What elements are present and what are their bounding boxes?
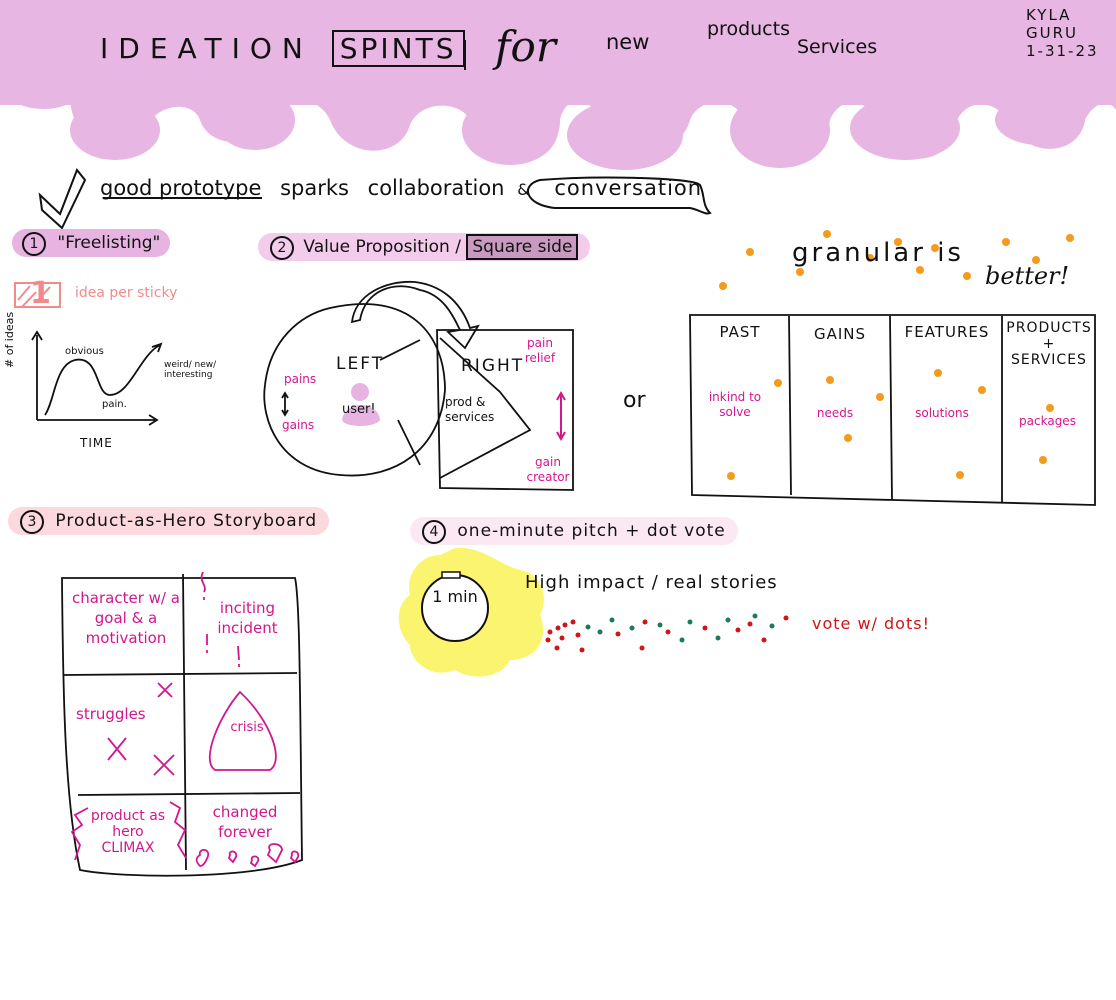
section3-header: 3 Product-as-Hero Storyboard [8,507,330,535]
section2-label: Value Proposition / [303,237,461,257]
graph-weird: weird/ new/ interesting [164,360,217,380]
tagline-conversation: conversation [554,176,703,200]
sticky-number: 1 [30,276,51,311]
table-head-gains: GAINS [813,325,867,343]
section4-pill: 4 one-minute pitch + dot vote [410,517,738,545]
section2-header: 2 Value Proposition / Square side [258,233,591,261]
storyboard-cell-struggles: struggles [76,705,146,723]
graph-y-label: # of ideas [3,311,16,368]
section3-number: 3 [20,510,44,534]
ideas-graph [31,330,163,426]
author-block: KYLA GURU 1-31-23 [1026,6,1099,60]
storyboard-cell-character: character w/ a goal & a motivation [72,589,180,647]
user-label: user! [342,402,376,417]
table-body-gains: needs [816,406,854,420]
section1-pill: 1 "Freelisting" [12,229,171,257]
table-body-features: solutions [915,406,969,420]
storyboard-grid [61,573,303,877]
or-label: or [623,388,646,413]
section1-label: "Freelisting" [57,233,161,253]
section1-header: 1 "Freelisting" [12,229,171,257]
tagline-collaboration: collaboration [367,176,505,200]
title-products: products [707,18,790,40]
tagline-sparks: sparks [280,176,349,200]
section3-label: Product-as-Hero Storyboard [55,511,318,531]
storyboard-cell-crisis: crisis [230,720,264,735]
section2-number: 2 [270,236,294,260]
sticky-icon [14,282,61,308]
gain-creator-label: gain creator [526,455,570,484]
granular-text: granular is [792,238,964,268]
speech-bubble [527,176,712,215]
left-label: LEFT [336,354,385,374]
tagline-prototype: good prototype [100,176,262,200]
graph-pain: pain. [102,399,127,410]
storyboard-cell-inciting: inciting incident [217,599,278,637]
storyboard-cell-changed: changed forever [212,803,278,841]
table-head-features: FEATURES [904,323,990,341]
user-icon [342,383,380,426]
table-body-past: inkind to solve [708,390,762,419]
timer-label: 1 min [432,587,478,606]
title-for: for [495,22,556,71]
gains-label: gains [282,418,315,432]
graph-x-label: TIME [80,436,113,450]
section2-pill: 2 Value Proposition / Square side [258,233,591,261]
prod-services-label: prod & services [445,395,495,424]
title-new: new [606,30,650,54]
timer-glow [398,547,544,677]
check-icon [38,168,87,230]
section1-number: 1 [22,232,46,256]
author-date: 1-31-23 [1026,42,1099,60]
sticky-note: idea per sticky [75,285,178,301]
table-body-products: packages [1019,414,1076,428]
high-impact-text: High impact / real stories [525,572,778,593]
orange-dots [719,230,1074,480]
title-part1: IDEATION [100,32,313,65]
table-head-products: PRODUCTS + SERVICES [1006,320,1092,368]
author-first-name: KYLA [1026,6,1072,24]
section4-label: one-minute pitch + dot vote [457,521,726,541]
tagline-amp: & [517,180,530,199]
author-last-name: GURU [1026,24,1079,42]
granular-table [689,314,1096,506]
graph-obvious: obvious [65,346,104,357]
title-services: Services [797,36,878,58]
tagline: good prototype sparks collaboration & co… [100,176,702,200]
title: IDEATION SPINTS [100,30,465,67]
section4-number: 4 [422,520,446,544]
vote-dots [545,613,789,653]
table-head-past: PAST [719,323,761,341]
section4-header: 4 one-minute pitch + dot vote [410,517,738,545]
section3-pill: 3 Product-as-Hero Storyboard [8,507,330,535]
vote-text: vote w/ dots! [812,614,930,633]
pains-label: pains [284,372,317,386]
value-prop-diagram [263,281,574,491]
section2-boxed: Square side [466,234,579,260]
title-boxed-word: SPINTS [331,30,465,67]
drip-header [0,0,1116,170]
right-label: RIGHT [461,356,525,376]
story-icons [70,571,300,868]
better-text: better! [985,262,1070,290]
storyboard-cell-product: product as hero CLIMAX [90,808,166,856]
pain-relief-label: pain relief [524,336,556,365]
